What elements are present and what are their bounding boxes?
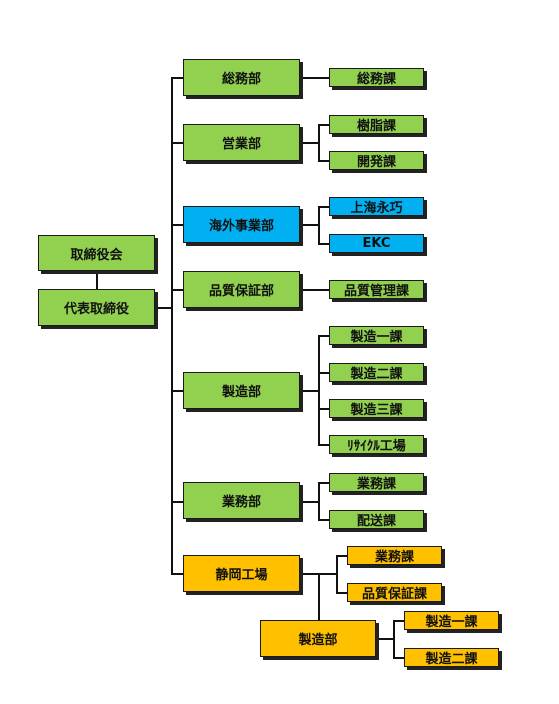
box-label: 業務部 bbox=[221, 495, 261, 510]
box-label: 海外事業部 bbox=[208, 219, 274, 234]
connector bbox=[318, 519, 329, 521]
connector bbox=[318, 335, 320, 445]
box-label: 配送課 bbox=[356, 514, 396, 529]
section-box: 業務課 bbox=[347, 546, 442, 565]
connector bbox=[318, 482, 329, 484]
connector bbox=[318, 573, 320, 623]
connector bbox=[376, 638, 394, 640]
connector bbox=[318, 206, 320, 244]
connector bbox=[318, 408, 329, 410]
connector bbox=[393, 657, 404, 659]
connector bbox=[336, 555, 347, 557]
box-label: ﾘｻｲｸﾙ工場 bbox=[347, 439, 406, 454]
box-label: 開発課 bbox=[356, 155, 396, 170]
box-label: 静岡工場 bbox=[215, 568, 268, 583]
section-box: 製造二課 bbox=[404, 648, 499, 667]
connector bbox=[318, 206, 329, 208]
connector bbox=[171, 77, 173, 574]
box-label: 取締役会 bbox=[70, 247, 123, 263]
connector bbox=[96, 271, 98, 289]
board-of-directors-box: 取締役会 bbox=[38, 235, 155, 271]
connector bbox=[171, 77, 183, 79]
connector bbox=[318, 124, 329, 126]
connector bbox=[155, 307, 172, 309]
section-box: 業務課 bbox=[329, 473, 424, 492]
box-label: 製造二課 bbox=[350, 367, 403, 382]
box-label: 製造一課 bbox=[350, 330, 403, 345]
division-shizuoka-plant: 静岡工場 bbox=[183, 555, 300, 592]
connector bbox=[171, 501, 183, 503]
section-box: 製造一課 bbox=[329, 326, 424, 345]
connector bbox=[300, 289, 329, 291]
box-label: 製造一課 bbox=[425, 615, 478, 630]
connector bbox=[300, 390, 319, 392]
section-box: 製造一課 bbox=[404, 611, 499, 630]
connector bbox=[318, 124, 320, 162]
section-box: 品質保証課 bbox=[347, 583, 442, 602]
representative-director-box: 代表取締役 bbox=[38, 289, 155, 326]
box-label: 製造三課 bbox=[350, 403, 403, 418]
box-label: 製造部 bbox=[221, 385, 261, 400]
connector bbox=[336, 592, 347, 594]
section-box: 品質管理課 bbox=[329, 280, 424, 299]
connector bbox=[300, 77, 329, 79]
box-label: 品質保証課 bbox=[361, 587, 427, 602]
box-label: 業務課 bbox=[374, 550, 414, 565]
box-label: 営業部 bbox=[221, 137, 261, 152]
box-label: 樹脂課 bbox=[356, 119, 396, 134]
division-operations: 業務部 bbox=[183, 482, 300, 519]
section-box: 開発課 bbox=[329, 151, 424, 170]
section-box: 樹脂課 bbox=[329, 115, 424, 134]
box-label: 業務課 bbox=[356, 477, 396, 492]
box-label: 品質保証部 bbox=[208, 284, 274, 299]
connector bbox=[318, 335, 329, 337]
connector bbox=[393, 620, 395, 658]
connector bbox=[336, 555, 338, 593]
section-box: 配送課 bbox=[329, 510, 424, 529]
connector bbox=[318, 243, 329, 245]
connector bbox=[300, 142, 319, 144]
connector bbox=[318, 160, 329, 162]
division-manufacturing: 製造部 bbox=[183, 372, 300, 409]
box-label: 製造部 bbox=[298, 633, 338, 648]
connector bbox=[300, 224, 319, 226]
section-box: 上海永巧 bbox=[329, 197, 424, 216]
connector bbox=[171, 289, 183, 291]
box-label: 総務部 bbox=[221, 72, 261, 87]
section-box: EKC bbox=[329, 234, 424, 253]
division-general-affairs: 総務部 bbox=[183, 59, 300, 96]
connector bbox=[171, 142, 183, 144]
connector bbox=[318, 372, 329, 374]
section-box: ﾘｻｲｸﾙ工場 bbox=[329, 435, 424, 454]
connector bbox=[300, 501, 319, 503]
connector bbox=[171, 224, 183, 226]
connector bbox=[393, 620, 404, 622]
division-quality-assurance: 品質保証部 bbox=[183, 271, 300, 308]
division-sales: 営業部 bbox=[183, 124, 300, 161]
box-label: EKC bbox=[362, 236, 391, 251]
subdivision-shizuoka-manufacturing: 製造部 bbox=[260, 620, 376, 657]
connector bbox=[171, 390, 183, 392]
connector bbox=[171, 573, 183, 575]
box-label: 製造二課 bbox=[425, 652, 478, 667]
section-box: 総務課 bbox=[329, 68, 424, 87]
division-overseas: 海外事業部 bbox=[183, 206, 300, 243]
section-box: 製造二課 bbox=[329, 363, 424, 382]
connector bbox=[318, 444, 329, 446]
box-label: 代表取締役 bbox=[63, 302, 129, 317]
box-label: 上海永巧 bbox=[350, 201, 403, 216]
box-label: 品質管理課 bbox=[343, 284, 409, 299]
section-box: 製造三課 bbox=[329, 399, 424, 418]
box-label: 総務課 bbox=[356, 72, 396, 87]
connector bbox=[318, 482, 320, 520]
